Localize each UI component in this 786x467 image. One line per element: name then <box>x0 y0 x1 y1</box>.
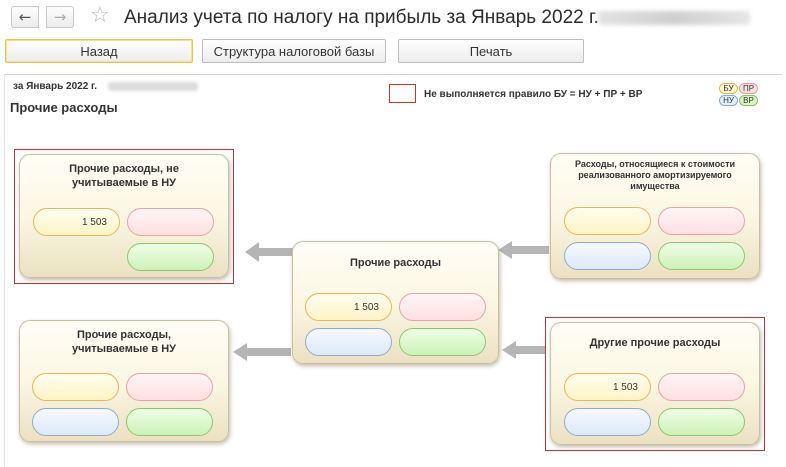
title-bar: ← → ☆ Анализ учета по налогу на прибыль … <box>0 0 786 35</box>
window-title: Анализ учета по налогу на прибыль за Янв… <box>124 7 599 28</box>
legend-tag-bu: БУ <box>719 83 738 94</box>
node-title: Прочие расходы, учитываемые в НУ <box>71 329 177 355</box>
report-period: за Январь 2022 г. <box>13 81 97 92</box>
legend-tag-nu: НУ <box>719 95 738 106</box>
legend-violation-swatch <box>389 84 416 103</box>
node-depreciable-property-expenses[interactable]: Расходы, относящиеся к стоимости реализо… <box>550 153 760 279</box>
arrow-left-icon[interactable]: ← <box>11 6 39 28</box>
redacted-organization-small <box>108 82 198 91</box>
value-vr[interactable] <box>127 243 214 271</box>
node-title: Прочие расходы, не учитываемые в НУ <box>69 163 179 189</box>
redacted-organization <box>598 11 750 25</box>
node-title: Прочие расходы <box>350 257 441 269</box>
back-button[interactable]: Назад <box>5 39 193 63</box>
legend-violation-text: Не выполняется правило БУ = НУ + ПР + ВР <box>424 89 643 100</box>
value-nu[interactable] <box>305 328 392 356</box>
value-pr[interactable] <box>126 373 213 401</box>
print-button[interactable]: Печать <box>398 39 584 63</box>
violation-frame-not-counted <box>14 149 234 284</box>
value-bu[interactable]: 1 503 <box>33 208 120 236</box>
node-title: Расходы, относящиеся к стоимости реализо… <box>574 159 736 191</box>
legend-tag-pr: ПР <box>739 83 758 94</box>
value-vr[interactable] <box>658 242 745 270</box>
value-nu[interactable] <box>564 242 651 270</box>
node-expenses-counted[interactable]: Прочие расходы, учитываемые в НУ <box>19 320 229 442</box>
node-expenses-not-counted[interactable]: Прочие расходы, не учитываемые в НУ 1 50… <box>19 154 229 278</box>
value-vr[interactable] <box>658 408 745 436</box>
value-vr[interactable] <box>126 408 213 436</box>
arrow-right-icon[interactable]: → <box>46 6 74 28</box>
arrow-left-icon <box>233 343 291 361</box>
arrow-left-icon <box>245 242 293 262</box>
value-vr[interactable] <box>399 328 486 356</box>
value-bu[interactable] <box>564 207 651 235</box>
value-pr[interactable] <box>399 293 486 321</box>
node-other-expenses-total[interactable]: Прочие расходы 1 503 <box>292 241 499 364</box>
tax-base-structure-button[interactable]: Структура налоговой базы <box>202 39 386 63</box>
value-bu[interactable]: 1 503 <box>564 373 651 401</box>
value-nu[interactable] <box>32 408 119 436</box>
arrow-left-icon <box>502 341 545 359</box>
value-pr[interactable] <box>658 207 745 235</box>
legend-tag-vr: ВР <box>739 95 758 106</box>
value-bu[interactable] <box>32 373 119 401</box>
value-pr[interactable] <box>127 208 214 236</box>
value-bu[interactable]: 1 503 <box>305 293 392 321</box>
value-nu[interactable] <box>564 408 651 436</box>
violation-frame-other <box>545 317 765 451</box>
node-title: Другие прочие расходы <box>589 337 721 349</box>
section-title: Прочие расходы <box>10 100 118 115</box>
arrow-left-icon <box>498 241 549 259</box>
node-other-misc-expenses[interactable]: Другие прочие расходы 1 503 <box>550 322 760 445</box>
value-pr[interactable] <box>658 373 745 401</box>
star-icon[interactable]: ☆ <box>90 3 110 28</box>
